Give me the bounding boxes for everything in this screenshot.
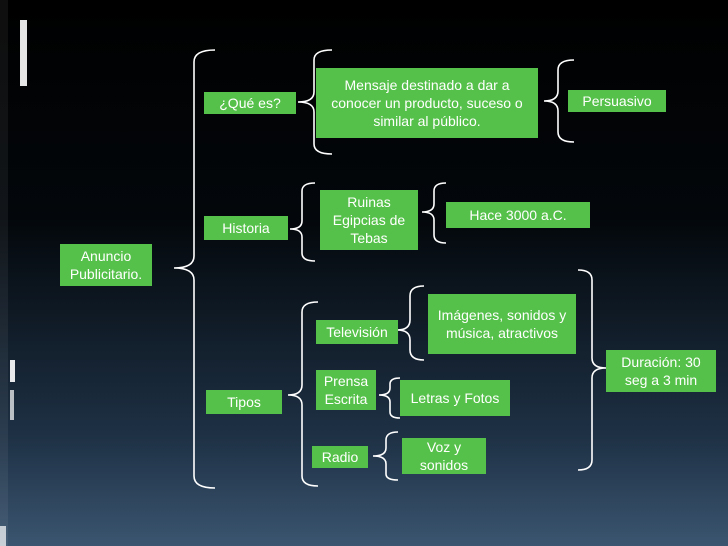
fecha-node: Hace 3000 a.C.: [446, 202, 590, 228]
que-es-node: ¿Qué es?: [204, 92, 296, 114]
left-decor-bar-5: [0, 526, 6, 546]
television-node: Televisión: [316, 320, 398, 344]
left-decor-bar-4: [10, 390, 14, 420]
television-desc-node: Imágenes, sonidos y música, atractivos: [428, 294, 576, 354]
tipos-node: Tipos: [206, 390, 282, 414]
prensa-brace: [378, 377, 401, 419]
radio-node: Radio: [312, 446, 368, 468]
duration-brace: [577, 269, 607, 471]
prensa-desc-node: Letras y Fotos: [400, 380, 510, 416]
radio-desc-node: Voz y sonidos: [402, 438, 486, 474]
definition-brace: [543, 59, 575, 143]
historia-node: Historia: [204, 216, 288, 240]
left-decor-bar-1: [0, 0, 8, 546]
radio-brace: [372, 431, 399, 481]
left-decor-bar-2: [20, 20, 27, 86]
ruinas-node: Ruinas Egipcias de Tebas: [320, 190, 418, 250]
definition-node: Mensaje destinado a dar a conocer un pro…: [316, 68, 538, 138]
persuasivo-node: Persuasivo: [568, 90, 666, 112]
ruinas-brace: [421, 182, 447, 244]
root-node: Anuncio Publicitario.: [60, 244, 152, 286]
left-decor-bar-3: [10, 360, 15, 382]
que-es-brace: [297, 49, 333, 155]
prensa-node: Prensa Escrita: [316, 370, 376, 410]
root-brace: [173, 49, 216, 489]
historia-brace: [289, 182, 316, 262]
television-brace: [396, 285, 425, 361]
duration-node: Duración: 30 seg a 3 min: [606, 350, 716, 392]
tipos-brace: [287, 301, 319, 487]
